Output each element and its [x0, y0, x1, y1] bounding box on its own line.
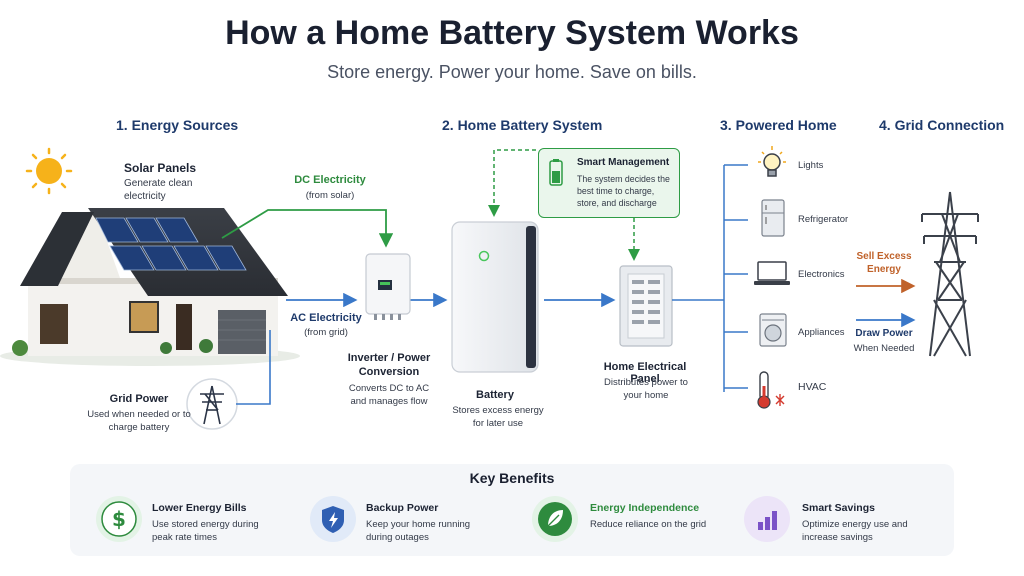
transmission-tower-icon: [921, 191, 979, 357]
inverter-device: [365, 253, 411, 320]
page-subtitle: Store energy. Power your home. Save on b…: [327, 62, 697, 82]
solar-panels-desc: Generate clean electricity: [124, 178, 193, 202]
electrical-panel-desc: Distributes power to your home: [604, 377, 688, 401]
ac-electricity-sub: (from grid): [304, 327, 348, 338]
appliance-label-lights: Lights: [798, 160, 824, 171]
bar-chart-icon: [744, 496, 790, 542]
thermometer-icon: [757, 371, 785, 409]
draw-power-label: Draw Power: [855, 328, 913, 339]
inverter-desc: Converts DC to AC and manages flow: [348, 383, 430, 407]
svg-text:$: $: [112, 507, 126, 531]
key-benefits-heading: Key Benefits: [469, 470, 555, 486]
key-benefits-card: Key Benefits $ Lower Energy Bills Use st…: [70, 464, 954, 556]
benefit-title-energy-independence: Energy Independence: [590, 502, 700, 514]
appliance-label-refrigerator: Refrigerator: [798, 214, 849, 225]
appliance-label-appliances: Appliances: [798, 327, 845, 338]
laptop-icon: [754, 261, 790, 285]
benefit-desc-backup-power: Keep your home running during outages: [366, 519, 471, 543]
battery-title: Battery: [476, 389, 514, 401]
section-grid-connection: 4. Grid Connection: [879, 117, 1005, 133]
electrical-panel: [619, 265, 673, 347]
inverter-title: Inverter / Power Conversion: [347, 352, 431, 378]
smart-management-box: Smart Management The system decides the …: [538, 148, 680, 218]
electrical-panel-title: Home Electrical Panel: [603, 361, 687, 385]
benefit-title-lower-bills: Lower Energy Bills: [152, 502, 247, 514]
grid-tower-small-icon: [186, 378, 238, 430]
benefit-title-smart-savings: Smart Savings: [802, 502, 875, 514]
sell-excess-energy-label: Sell Excess Energy: [856, 251, 912, 275]
smart-management-desc: The system decides the best time to char…: [577, 174, 670, 208]
dc-electricity-sub: (from solar): [305, 190, 355, 201]
washer-icon: [759, 313, 787, 347]
ac-electricity-label: AC Electricity: [290, 312, 362, 324]
battery-unit: [451, 221, 539, 373]
lightbulb-icon: [758, 146, 786, 177]
leaf-icon: [532, 496, 578, 542]
draw-power-sub: When Needed: [853, 343, 915, 354]
appliance-label-hvac: HVAC: [798, 381, 827, 393]
refrigerator-icon: [761, 199, 785, 237]
dc-electricity-label: DC Electricity: [294, 174, 366, 186]
section-powered-home: 3. Powered Home: [720, 117, 837, 133]
section-energy-sources: 1. Energy Sources: [116, 117, 239, 133]
benefit-title-backup-power: Backup Power: [366, 502, 439, 514]
sun-icon: [25, 147, 73, 195]
house-illustration: [0, 208, 300, 366]
grid-power-desc: Used when needed or to charge battery: [87, 409, 191, 433]
smart-management-title: Smart Management: [577, 157, 670, 168]
dollar-icon: $: [96, 496, 142, 542]
benefit-desc-lower-bills: Use stored energy during peak rate times: [152, 519, 259, 543]
section-home-battery-system: 2. Home Battery System: [442, 117, 603, 133]
solar-panels-title: Solar Panels: [124, 161, 197, 175]
grid-power-title: Grid Power: [109, 393, 169, 405]
battery-level-icon: [547, 159, 565, 189]
benefit-desc-energy-independence: Reduce reliance on the grid: [590, 519, 707, 530]
benefit-desc-smart-savings: Optimize energy use and increase savings: [802, 519, 908, 543]
shield-icon: [310, 496, 356, 542]
appliance-label-electronics: Electronics: [798, 269, 845, 280]
battery-desc: Stores excess energy for later use: [452, 405, 544, 429]
page-title: How a Home Battery System Works: [225, 14, 799, 52]
